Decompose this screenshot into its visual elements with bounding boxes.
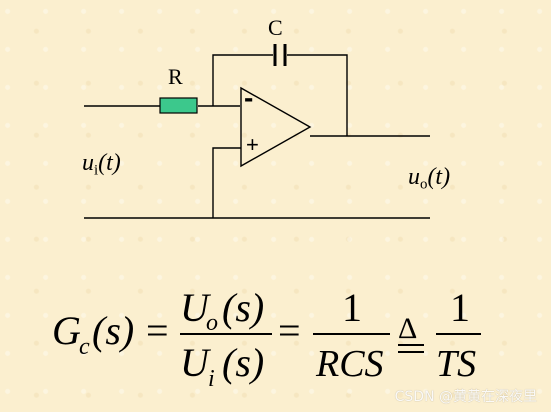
- input-voltage-label: ui(t): [82, 150, 121, 179]
- output-voltage-label: uo(t): [408, 164, 450, 193]
- formula-equals-2: =: [278, 308, 301, 353]
- opamp-noninverting-sign: +: [246, 132, 259, 157]
- noninverting-ground-wire: [212, 147, 241, 218]
- opamp-inverting-sign: -: [244, 82, 254, 113]
- formula-frac2-num: 1: [342, 285, 362, 330]
- resistor-label: R: [168, 64, 183, 89]
- input-voltage-symbol: u: [82, 150, 94, 176]
- watermark: CSDN @黄黄在深夜里: [394, 389, 537, 405]
- formula-num1-arg: (s): [222, 285, 264, 330]
- formula-num1-main: U: [180, 285, 212, 330]
- feedback-left-wire: [212, 54, 273, 106]
- formula-defeq-delta: Δ: [398, 312, 417, 345]
- formula-lhs-sub: c: [79, 334, 90, 360]
- output-voltage-subscript: o: [420, 176, 428, 193]
- transfer-function-formula: G c (s) = U o (s) U i (s) = 1 RCS Δ 1 TS: [52, 285, 481, 392]
- formula-lhs-arg: (s): [92, 308, 134, 353]
- output-voltage-arg: (t): [427, 164, 451, 190]
- formula-den1-main: U: [180, 340, 212, 385]
- output-voltage-symbol: u: [408, 164, 420, 190]
- formula-frac2-den: RCS: [315, 343, 384, 385]
- input-voltage-subscript: i: [94, 162, 99, 179]
- feedback-right-wire: [287, 54, 348, 136]
- opamp-triangle: [240, 86, 312, 168]
- formula-equals-1: =: [146, 308, 169, 353]
- capacitor-label: C: [268, 15, 283, 40]
- formula-den1-sub: i: [208, 366, 215, 392]
- formula-den1-arg: (s): [222, 340, 264, 385]
- formula-frac3-num: 1: [450, 285, 470, 330]
- formula-num1-sub: o: [206, 310, 218, 336]
- resistor: [159, 97, 198, 114]
- input-voltage-arg: (t): [98, 150, 121, 176]
- formula-lhs-main: G: [52, 308, 81, 353]
- formula-frac3-den: TS: [436, 343, 476, 385]
